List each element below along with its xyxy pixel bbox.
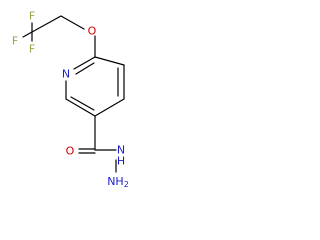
atom-labels: F F F O N O N H NH2 [12, 10, 129, 189]
bond-c2-c3-inner [70, 96, 95, 111]
nh2-subscript: 2 [124, 180, 129, 189]
atom-f-left: F [12, 35, 18, 48]
atom-o-ether: O [88, 25, 97, 38]
bond-cf3-ch2 [31, 15, 62, 33]
bond-ch2-o [60, 15, 85, 30]
atom-f-top: F [29, 10, 35, 23]
nh2-main: NH [107, 175, 124, 188]
molecule-drawing: F F F O N O N H NH2 [12, 10, 129, 189]
atom-n-hydrazide: N [117, 144, 125, 157]
bonds [22, 15, 125, 173]
bond-c6-n1-inner [75, 62, 95, 75]
structure-canvas: F F F O N O N H NH2 [0, 0, 151, 193]
atom-nh2: NH2 [107, 175, 129, 189]
bond-c6-n1 [73, 56, 96, 70]
bond-c3-c4 [94, 98, 125, 117]
bond-c5-c6 [94, 56, 125, 66]
bond-c2-c3 [65, 98, 96, 117]
atom-n-ring: N [62, 68, 70, 81]
atom-f-bottom: F [29, 43, 35, 56]
atom-h-hydrazide: H [117, 155, 125, 168]
atom-o-carbonyl: O [66, 145, 75, 158]
bond-cf3-f-left [22, 31, 33, 38]
